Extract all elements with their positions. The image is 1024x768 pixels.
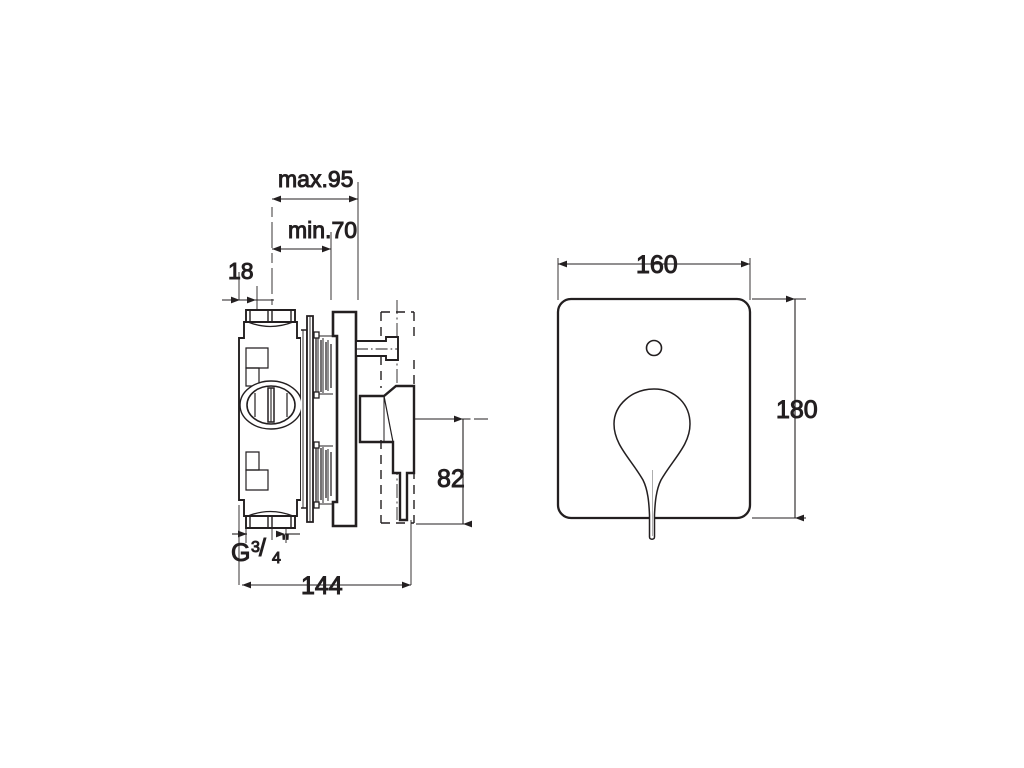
valve-body bbox=[238, 309, 308, 529]
dimension-144: 144 bbox=[242, 572, 411, 601]
lever-handle-front[interactable] bbox=[613, 388, 691, 540]
dimension-180: 180 bbox=[776, 295, 818, 522]
lever-handle-side bbox=[358, 384, 416, 522]
dimension-max95: max.95 bbox=[272, 166, 358, 203]
escutcheon-plate bbox=[331, 310, 358, 528]
thread-callout-slash: / bbox=[259, 534, 266, 562]
front-faceplate-view: 160 180 bbox=[556, 251, 818, 540]
dimension-180-label: 180 bbox=[776, 396, 818, 424]
thread-callout-unit: " bbox=[282, 532, 289, 554]
diverter-button-icon[interactable] bbox=[645, 339, 663, 357]
thread-callout-denominator: 4 bbox=[272, 550, 281, 567]
side-section-view: max.95 min.70 18 144 82 bbox=[222, 166, 490, 601]
dimension-82: 82 bbox=[437, 415, 472, 528]
cartridge-stack bbox=[306, 315, 333, 523]
thread-callout: G 3 / 4 " bbox=[231, 520, 300, 568]
dimension-18: 18 bbox=[222, 258, 274, 304]
dimension-min70-label: min.70 bbox=[288, 217, 357, 243]
outlet-stub bbox=[355, 336, 399, 361]
thread-callout-numerator: 3 bbox=[251, 539, 260, 556]
dimension-max95-label: max.95 bbox=[278, 166, 353, 192]
finished-wall-outline bbox=[380, 311, 415, 524]
dimension-160: 160 bbox=[558, 251, 750, 280]
dimension-18-label: 18 bbox=[228, 258, 254, 284]
dimension-144-label: 144 bbox=[301, 572, 343, 600]
dimension-160-label: 160 bbox=[636, 251, 678, 279]
dimension-82-label: 82 bbox=[437, 465, 465, 493]
side-extension-lines bbox=[238, 182, 470, 585]
thread-callout-g: G bbox=[231, 539, 250, 567]
dimension-min70: min.70 bbox=[272, 217, 358, 253]
